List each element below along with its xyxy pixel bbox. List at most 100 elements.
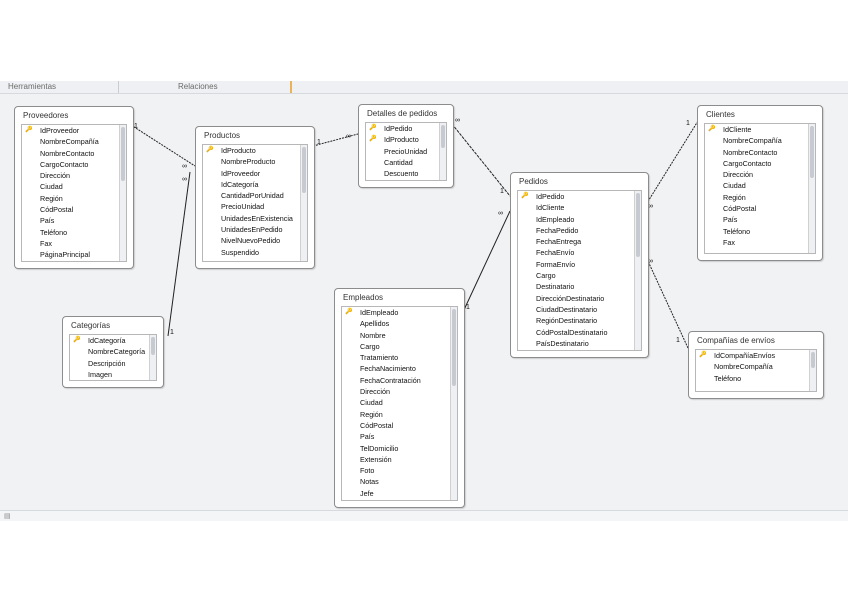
table-productos[interactable]: Productos IdProducto NombreProducto IdPr… (195, 126, 315, 269)
field-item[interactable]: Foto (360, 466, 375, 476)
field-item[interactable]: FechaContratación (360, 375, 421, 385)
field-item[interactable]: CódPostal (723, 204, 757, 214)
field-item[interactable]: Extensión (360, 454, 392, 464)
field-item[interactable]: NombreCategoría (88, 347, 146, 357)
relations-tab-label[interactable]: Relaciones (178, 82, 218, 91)
field-item[interactable]: IdProducto (203, 145, 307, 157)
field-item[interactable]: IdCliente (705, 124, 815, 136)
field-list[interactable]: IdPedido IdCliente IdEmpleado FechaPedid… (517, 190, 642, 351)
field-item[interactable]: Notas (360, 477, 379, 487)
field-item[interactable]: NombreCompañía (40, 137, 99, 147)
table-categorias[interactable]: Categorías IdCategoría NombreCategoría D… (62, 316, 164, 388)
field-item[interactable]: Región (40, 193, 63, 203)
tools-tab-label[interactable]: Herramientas (8, 82, 57, 91)
field-list-scrollbar[interactable] (634, 191, 641, 350)
field-item[interactable]: Fax (723, 237, 735, 247)
field-item[interactable]: Teléfono (714, 373, 742, 383)
field-item[interactable]: CantidadPorUnidad (221, 191, 284, 201)
field-item[interactable]: IdCategoría (70, 335, 156, 347)
field-list[interactable]: IdCliente NombreCompañía NombreContacto … (704, 123, 816, 254)
field-item[interactable]: País (723, 215, 738, 225)
field-item[interactable]: FechaEnvío (536, 248, 575, 258)
resize-grip-icon[interactable]: ▤ (4, 513, 11, 520)
field-item[interactable]: Dirección (40, 171, 70, 181)
field-item[interactable]: Descripción (88, 358, 126, 368)
field-list[interactable]: IdPedido IdProducto PrecioUnidad Cantida… (365, 122, 447, 181)
field-item[interactable]: CódPostalDestinatario (536, 327, 608, 337)
field-item[interactable]: IdPedido (518, 191, 641, 203)
field-item[interactable]: Imagen (88, 369, 112, 379)
field-item[interactable]: Descuento (384, 169, 419, 179)
field-list[interactable]: IdCompañíaEnvíos NombreCompañía Teléfono (695, 349, 817, 392)
field-item[interactable]: IdCompañíaEnvíos (696, 350, 816, 362)
field-item[interactable]: NombreCompañía (714, 362, 773, 372)
field-item[interactable]: Dirección (723, 170, 753, 180)
field-item[interactable]: País (360, 432, 375, 442)
field-list[interactable]: IdCategoría NombreCategoría Descripción … (69, 334, 157, 381)
field-list[interactable]: IdEmpleado Apellidos Nombre Cargo Tratam… (341, 306, 458, 501)
field-item[interactable]: Cantidad (384, 157, 413, 167)
field-item[interactable]: RegiónDestinatario (536, 316, 598, 326)
table-clientes[interactable]: Clientes IdCliente NombreCompañía Nombre… (697, 105, 823, 261)
field-item[interactable]: IdPedido (366, 123, 446, 135)
field-item[interactable]: Apellidos (360, 319, 390, 329)
field-item[interactable]: NombreProducto (221, 157, 276, 167)
field-list-scrollbar[interactable] (300, 145, 307, 261)
field-list-scrollbar[interactable] (808, 124, 815, 253)
field-item[interactable]: Dirección (360, 387, 390, 397)
field-item[interactable]: IdProveedor (221, 168, 261, 178)
table-detalles-de-pedidos[interactable]: Detalles de pedidos IdPedido IdProducto … (358, 104, 454, 188)
field-item[interactable]: Ciudad (723, 181, 746, 191)
field-item[interactable]: IdProveedor (22, 125, 126, 137)
field-item[interactable]: CódPostal (40, 205, 74, 215)
field-item[interactable]: Región (360, 409, 383, 419)
field-item[interactable]: PrecioUnidad (221, 202, 265, 212)
field-item[interactable]: IdCategoría (221, 179, 259, 189)
field-item[interactable]: FechaPedido (536, 225, 579, 235)
field-item[interactable]: FormaEnvío (536, 259, 576, 269)
field-item[interactable]: IdEmpleado (536, 214, 575, 224)
field-item[interactable]: NivelNuevoPedido (221, 236, 281, 246)
field-item[interactable]: CiudadDestinatario (536, 304, 598, 314)
field-item[interactable]: UnidadesEnExistencia (221, 213, 293, 223)
field-item[interactable]: Teléfono (40, 227, 68, 237)
field-list[interactable]: IdProducto NombreProducto IdProveedor Id… (202, 144, 308, 262)
field-item[interactable]: Suspendido (221, 247, 259, 257)
field-item[interactable]: NombreContacto (723, 147, 778, 157)
field-item[interactable]: IdProducto (366, 134, 446, 146)
field-item[interactable]: País (40, 216, 55, 226)
field-item[interactable]: Teléfono (723, 226, 751, 236)
table-pedidos[interactable]: Pedidos IdPedido IdCliente IdEmpleado Fe… (510, 172, 649, 358)
field-item[interactable]: PrecioUnidad (384, 146, 428, 156)
field-item[interactable]: CargoContacto (723, 158, 772, 168)
field-item[interactable]: IdEmpleado (342, 307, 457, 319)
field-item[interactable]: CargoContacto (40, 159, 89, 169)
field-item[interactable]: Destinatario (536, 282, 575, 292)
field-item[interactable]: Ciudad (40, 182, 63, 192)
field-list-scrollbar[interactable] (119, 125, 126, 261)
field-item[interactable]: NombreContacto (40, 148, 95, 158)
field-item[interactable]: Jefe (360, 488, 374, 498)
field-item[interactable]: DirecciónDestinatario (536, 293, 605, 303)
field-item[interactable]: Cargo (360, 341, 380, 351)
field-item[interactable]: TelDomicilio (360, 443, 399, 453)
field-item[interactable]: FechaEntrega (536, 237, 582, 247)
field-item[interactable]: Cargo (536, 271, 556, 281)
field-item[interactable]: Tratamiento (360, 353, 399, 363)
table-proveedores[interactable]: Proveedores IdProveedor NombreCompañía N… (14, 106, 134, 269)
field-item[interactable]: NombreCompañía (723, 136, 782, 146)
field-item[interactable]: Región (723, 192, 746, 202)
field-item[interactable]: FechaNacimiento (360, 364, 416, 374)
field-item[interactable]: Ciudad (360, 398, 383, 408)
field-item[interactable]: UnidadesEnPedido (221, 225, 283, 235)
field-item[interactable]: PaísDestinatario (536, 338, 589, 348)
field-list[interactable]: IdProveedor NombreCompañía NombreContact… (21, 124, 127, 262)
field-item[interactable]: Fax (40, 238, 52, 248)
table-companias-de-envios[interactable]: Compañías de envíos IdCompañíaEnvíos Nom… (688, 331, 824, 399)
field-item[interactable]: Nombre (360, 330, 386, 340)
table-empleados[interactable]: Empleados IdEmpleado Apellidos Nombre Ca… (334, 288, 465, 508)
field-item[interactable]: CódPostal (360, 420, 394, 430)
field-item[interactable]: IdCliente (536, 203, 565, 213)
field-list-scrollbar[interactable] (450, 307, 457, 500)
field-item[interactable]: PáginaPrincipal (40, 250, 90, 260)
